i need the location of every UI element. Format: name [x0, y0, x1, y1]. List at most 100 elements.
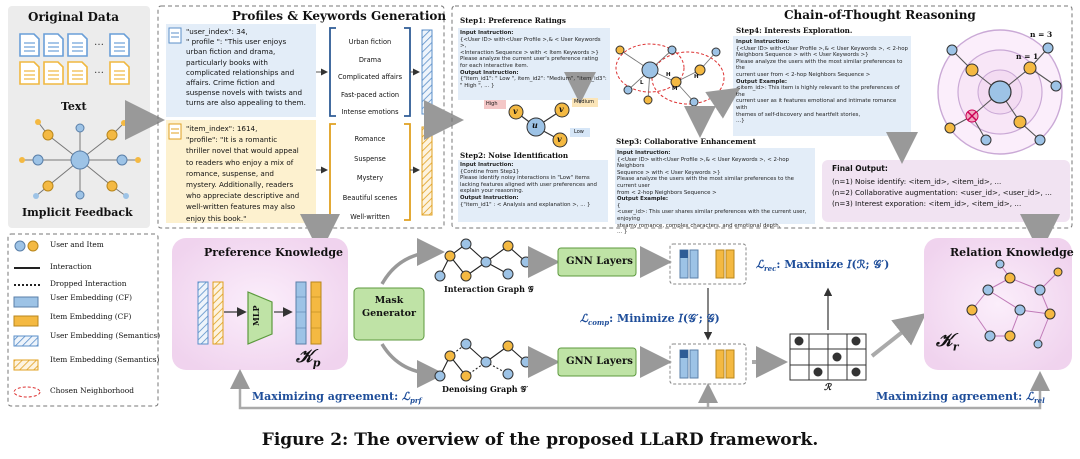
- user-semantic-embedding: [421, 29, 433, 115]
- agreement-prf-label: Maximizing agreement: ℒprf: [252, 390, 422, 406]
- step2-line: {"item_id1" : < Analysis and explanation…: [460, 201, 591, 208]
- legend-item-label: User Embedding (CF): [50, 293, 133, 302]
- user-profile-line: turns are also appealing to them.: [186, 98, 306, 108]
- user-profile-line: urban fiction and drama,: [186, 47, 276, 57]
- step3-line: Please analyze the users with the most s…: [617, 176, 794, 189]
- relation-knowledge-title: Relation Knowledge: [950, 246, 1074, 259]
- chosen-neighborhood-1: [615, 43, 685, 93]
- interaction-graph-nodes: [434, 238, 532, 282]
- figure-caption: Figure 2: The overview of the proposed L…: [261, 430, 819, 450]
- step4-line: ...}: [736, 118, 745, 125]
- user-keyword: Urban fiction: [348, 38, 392, 46]
- rating-graph-nodes: [508, 102, 570, 148]
- step2-box: [458, 160, 608, 222]
- document-icon: [109, 33, 130, 57]
- user-keyword: Drama: [358, 55, 382, 64]
- user-profile-line: affairs. Crime fiction and: [186, 78, 275, 88]
- step3-line: steamy romance, complex characters, and …: [617, 222, 781, 229]
- step3-box: [615, 148, 815, 224]
- denoising-graph-label: Denoising Graph 𝒢′: [442, 384, 529, 394]
- feedback-graph-nodes: [19, 119, 141, 200]
- mlp-block: [247, 291, 273, 345]
- step3-line: Input Instruction:: [617, 150, 671, 156]
- user-profile-box: [166, 24, 316, 117]
- item-keyword: Mystery: [356, 174, 384, 183]
- document-icon: [19, 33, 40, 57]
- user-profile-line: " profile ": "This user enjoys: [186, 37, 287, 47]
- chosen-neighborhood-2: [651, 51, 725, 105]
- item-profile-line: well-written features may also enjoy thi…: [186, 202, 296, 223]
- r-label: ℛ: [824, 383, 832, 393]
- gnn-layers-bottom-label: GNN Layers: [566, 356, 633, 367]
- step4-box: [733, 36, 911, 136]
- item-profile-box: [166, 120, 316, 223]
- step1-line: {"item_id1": " Low ", item_id2": "Medium…: [460, 76, 607, 83]
- original-data-title: Original Data: [28, 10, 120, 24]
- implicit-feedback-label: Implicit Feedback: [22, 206, 133, 219]
- legend-panel: [7, 233, 159, 407]
- low-tag: [570, 128, 590, 137]
- node-v2: v: [559, 104, 564, 114]
- item-profile-line: romance, suspense, and: [186, 168, 274, 178]
- node-v3: v: [557, 134, 562, 144]
- step2-line: {Contine from Step1}: [460, 168, 520, 175]
- r-matrix-checks: [794, 336, 861, 377]
- step3-line: from < 2-hop Neighbors Sequence >: [617, 189, 717, 196]
- step1-line: <Interaction Sequence > with < Item Keyw…: [460, 49, 599, 56]
- item-keyword: Well-written: [350, 213, 390, 222]
- step4-line: Input Instruction:: [736, 39, 790, 45]
- step1-line: for each interactive item.: [460, 62, 529, 69]
- gnn-layers-top-label: GNN Layers: [566, 256, 633, 267]
- step2-text: Input Instruction:{Contine from Step1}Pl…: [460, 162, 606, 208]
- item-profile-line: "item_index": 1614,: [186, 124, 258, 133]
- mask-generator-label: Mask Generator: [362, 295, 416, 319]
- embedding-output-top: [669, 243, 747, 285]
- step3-title: Step3: Collaborative Enhancement: [616, 137, 756, 146]
- document-icon: [43, 61, 64, 85]
- graph-letter-m: M: [672, 86, 678, 92]
- user-profile-line: suspense novels with twists and: [186, 88, 303, 98]
- gnn-layers-bottom: [557, 347, 637, 377]
- lcomp-label: ℒcomp: Minimize 𝐼(𝒢′; 𝒢): [580, 312, 720, 328]
- hop-label-n3: n = 3: [1030, 30, 1053, 39]
- step3-text: Input Instruction:{<User ID> with<User P…: [617, 150, 813, 236]
- step1-neighborhood-nodes: [615, 45, 721, 107]
- legend-item-label: User and Item: [50, 240, 104, 249]
- step2-line: explain your reasoning.: [460, 188, 524, 195]
- user-profile-line: particularly books with: [186, 57, 268, 67]
- node-v1: v: [513, 106, 518, 116]
- step4-line: current user as it features emotional an…: [736, 98, 897, 111]
- step4-text: Input Instruction:{<User ID> with<User P…: [736, 39, 908, 125]
- step2-title: Step2: Noise Identification: [460, 151, 569, 160]
- legend-item-label: Item Embedding (Semantics): [50, 355, 160, 364]
- cot-title: Chain-of-Thought Reasoning: [784, 8, 976, 22]
- step3-line: ... }: [617, 229, 628, 236]
- lrec-label: ℒrec: Maximize 𝐼(ℛ; 𝒢′): [756, 258, 890, 274]
- final-output-line: (n=1) Noise identify: <item_id>, <item_i…: [832, 177, 1002, 186]
- step4-title: Step4: Interests Exploration.: [736, 26, 853, 35]
- kr-symbol: 𝒦r: [936, 330, 959, 354]
- document-icon: [43, 33, 64, 57]
- preference-knowledge-title: Preference Knowledge: [204, 246, 344, 259]
- step1-line: {<User ID> with<User Profile >,& < User …: [460, 36, 601, 50]
- denoising-graph-nodes: [434, 338, 532, 382]
- user-profile-line: complicated relationships and: [186, 67, 295, 77]
- step2-line: Output Instruction:: [460, 194, 519, 201]
- document-icon: [109, 61, 130, 85]
- item-profile-text: "item_index": 1614, "profile": "It is a r…: [186, 123, 312, 224]
- step4-line: <item_id>: This item is highly relevant …: [736, 85, 900, 98]
- item-profile-line: "profile": "It is a romantic: [186, 135, 278, 145]
- legend-item-label: Chosen Neighborhood: [50, 386, 134, 395]
- profiles-title: Profiles & Keywords Generation: [232, 9, 447, 23]
- final-output-box: [822, 160, 1070, 222]
- ellipsis: …: [94, 65, 104, 76]
- step2-line: lacking features aligned with user prefe…: [460, 181, 597, 188]
- medium-label: Medium: [574, 99, 594, 105]
- user-doc-icon: [168, 27, 182, 44]
- graph-letter-h2: H: [694, 74, 699, 80]
- agreement-rel-line: [880, 371, 1050, 410]
- user-profile-line: "user_index": 34,: [186, 27, 248, 36]
- low-label: Low: [574, 129, 584, 135]
